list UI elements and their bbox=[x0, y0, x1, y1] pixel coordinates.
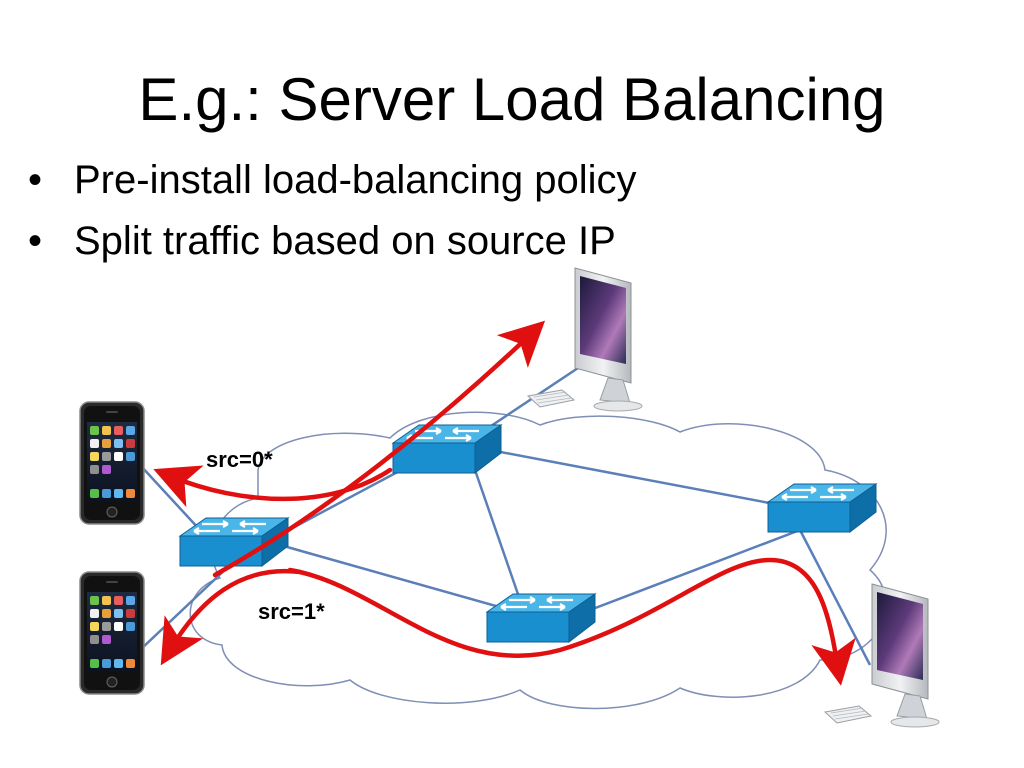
bullet-item: • Split traffic based on source IP bbox=[28, 211, 637, 272]
link-switchC-server bbox=[798, 529, 872, 666]
bullet-symbol: • bbox=[28, 219, 43, 263]
arrow-to-server-top bbox=[212, 320, 546, 578]
network-switch-icon bbox=[178, 517, 290, 568]
bullet-text: Split traffic based on source IP bbox=[74, 219, 616, 263]
arrow-src1-return bbox=[160, 568, 303, 666]
imac-icon bbox=[526, 267, 643, 412]
bullet-list: • Pre-install load-balancing policy • Spli… bbox=[28, 150, 637, 272]
phone-icon bbox=[79, 401, 145, 525]
bullet-item: • Pre-install load-balancing policy bbox=[28, 150, 637, 211]
link-switchA-switchD bbox=[279, 543, 511, 612]
phone-icon bbox=[79, 571, 145, 695]
network-links bbox=[139, 358, 872, 666]
bullet-symbol: • bbox=[28, 158, 43, 202]
src0-label: src=0* bbox=[206, 447, 273, 472]
network-switch-icon bbox=[766, 483, 878, 534]
network-switch-icon bbox=[391, 424, 503, 475]
arrow-to-server-bottom bbox=[287, 557, 856, 686]
link-switchB-switchD bbox=[473, 469, 522, 601]
slide-title: E.g.: Server Load Balancing bbox=[138, 66, 886, 133]
link-phone2-switch bbox=[139, 564, 231, 651]
arrow-src0-return bbox=[153, 465, 393, 508]
imac-icon bbox=[823, 583, 940, 728]
link-switchD-switchC bbox=[589, 528, 801, 612]
src1-label: src=1* bbox=[258, 599, 325, 624]
traffic-arrows bbox=[153, 320, 856, 686]
bullet-text: Pre-install load-balancing policy bbox=[74, 158, 637, 202]
network-switch-icon bbox=[485, 593, 597, 644]
link-switchB-switchC bbox=[489, 448, 781, 507]
